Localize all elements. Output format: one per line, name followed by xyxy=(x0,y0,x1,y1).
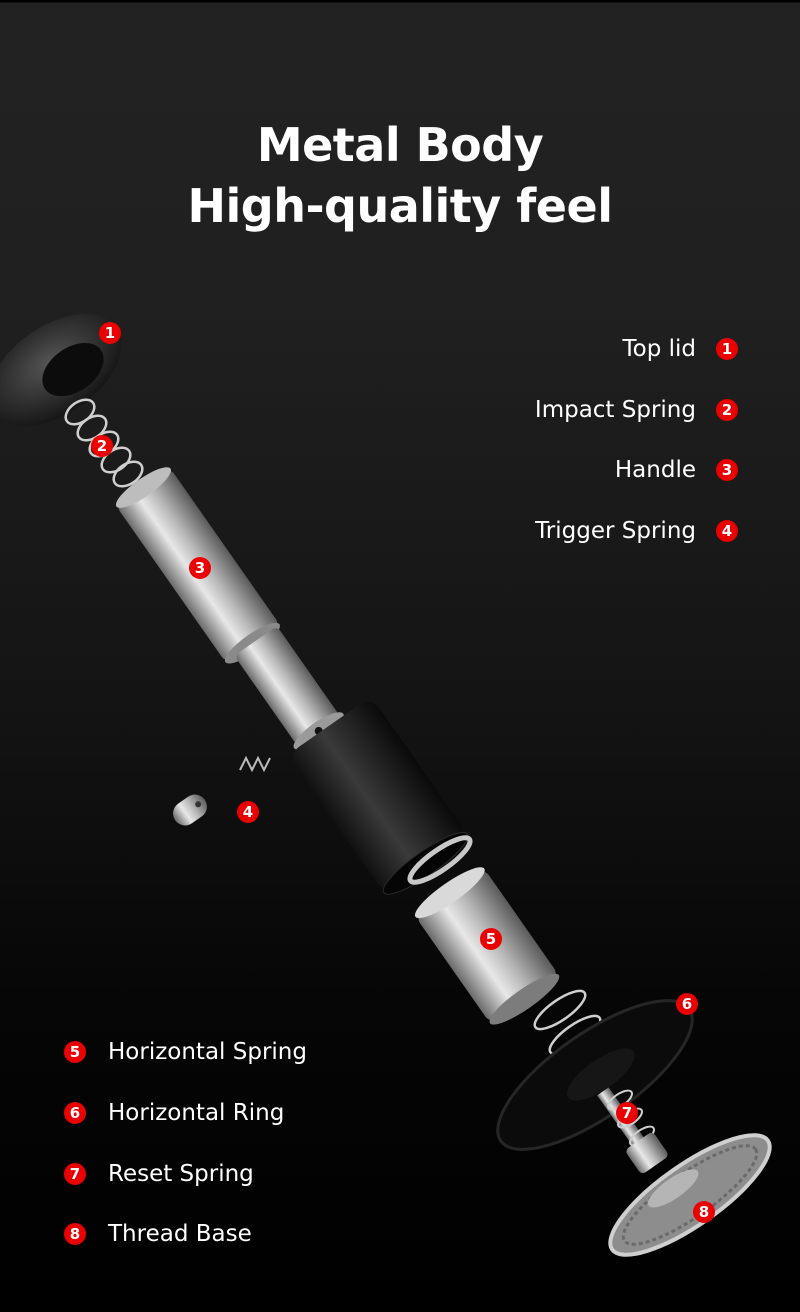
legend-item-thread-base: 8 Thread Base xyxy=(64,1221,252,1247)
legend-label: Thread Base xyxy=(108,1221,252,1247)
callout-badge-8: 8 xyxy=(693,1201,715,1223)
trigger-pin-part xyxy=(173,794,207,826)
legend-label: Trigger Spring xyxy=(535,518,696,544)
callout-badge-2: 2 xyxy=(91,435,113,457)
legend-label: Reset Spring xyxy=(108,1161,254,1187)
legend-item-horizontal-spring: 5 Horizontal Spring xyxy=(64,1039,307,1065)
callout-badge-4: 4 xyxy=(237,801,259,823)
callout-badge-7: 7 xyxy=(616,1102,638,1124)
legend-badge: 5 xyxy=(64,1041,86,1063)
legend-badge: 3 xyxy=(716,459,738,481)
legend-item-handle: Handle 3 xyxy=(615,457,738,483)
legend-item-horizontal-ring: 6 Horizontal Ring xyxy=(64,1100,284,1126)
legend-item-impact-spring: Impact Spring 2 xyxy=(535,397,738,423)
callout-badge-6: 6 xyxy=(676,993,698,1015)
callout-badge-3: 3 xyxy=(189,557,211,579)
callout-badge-1: 1 xyxy=(99,322,121,344)
legend-badge: 7 xyxy=(64,1163,86,1185)
page-title: Metal Body High-quality feel xyxy=(0,115,800,237)
trigger-spring-part xyxy=(239,755,271,773)
legend-label: Horizontal Spring xyxy=(108,1039,307,1065)
legend-badge: 4 xyxy=(716,520,738,542)
legend-label: Top lid xyxy=(622,336,696,362)
thread-base-part xyxy=(608,1133,772,1257)
title-line-1: Metal Body xyxy=(256,118,544,172)
callout-badge-5: 5 xyxy=(480,928,502,950)
title-line-2: High-quality feel xyxy=(187,179,613,233)
legend-item-top-lid: Top lid 1 xyxy=(622,336,738,362)
top-lid-part xyxy=(0,313,122,427)
legend-label: Handle xyxy=(614,457,696,483)
legend-badge: 8 xyxy=(64,1223,86,1245)
legend-item-trigger-spring: Trigger Spring 4 xyxy=(535,518,738,544)
legend-label: Horizontal Ring xyxy=(108,1100,285,1126)
legend-badge: 1 xyxy=(716,338,738,360)
legend-badge: 2 xyxy=(716,399,738,421)
legend-badge: 6 xyxy=(64,1102,86,1124)
legend-label: Impact Spring xyxy=(534,397,696,423)
legend-item-reset-spring: 7 Reset Spring xyxy=(64,1161,254,1187)
barrel-part xyxy=(292,701,469,895)
